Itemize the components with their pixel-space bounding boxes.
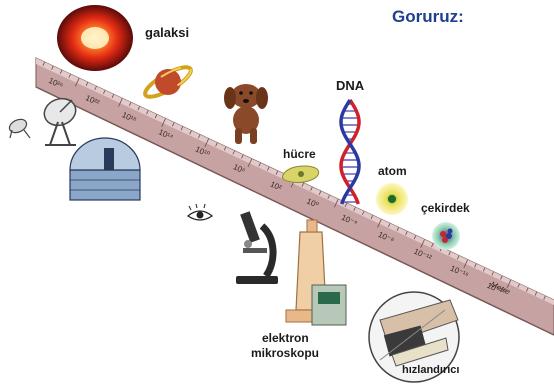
electron-microscope-label-line2: mikroskopu — [251, 346, 319, 360]
small-satellite-icon — [7, 117, 30, 138]
atom-icon — [376, 183, 408, 215]
eye-icon — [188, 204, 212, 220]
galaxy-label: galaksi — [145, 25, 189, 40]
saturn-icon — [141, 62, 194, 102]
nucleus-label: çekirdek — [421, 201, 470, 215]
accelerator-label: hızlandırıcı — [402, 364, 459, 376]
observatory-icon — [70, 138, 140, 200]
atom-label: atom — [378, 164, 407, 178]
nucleus-icon — [432, 222, 460, 250]
microscope-icon — [236, 211, 278, 284]
galaxy-icon — [57, 5, 133, 71]
dog-icon — [224, 84, 268, 144]
dna-helix-icon — [341, 100, 359, 204]
dna-label: DNA — [336, 78, 365, 93]
electron-microscope-label-line1: elektron — [262, 331, 309, 345]
electron-microscope-icon — [286, 220, 346, 325]
cell-icon — [282, 166, 318, 182]
heading: Goruruz: — [392, 7, 464, 26]
ruler-bottom-edge — [36, 87, 554, 335]
cell-label: hücre — [283, 147, 316, 161]
